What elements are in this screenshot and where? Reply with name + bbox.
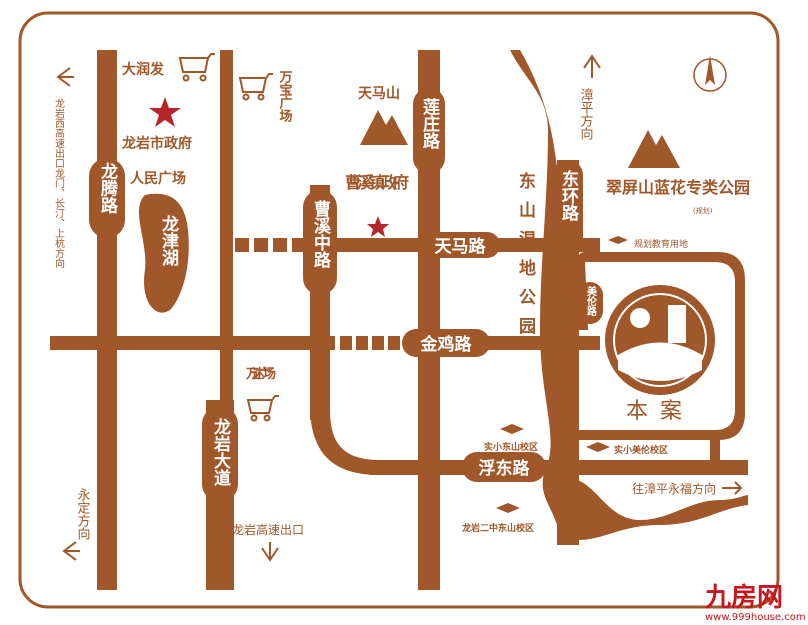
label-people-square: 人民广场 [130,170,186,187]
label-fudong: 浮东路 [479,458,531,479]
label-longyan-avenue: 龙岩大道 [210,417,232,486]
longjin-lake [138,193,189,313]
label-project: 本案 [626,399,694,424]
label-school1: 实小东山校区 [484,441,538,453]
graduation-cap-icon [500,424,524,434]
label-yongding: 永定方向 [75,488,91,540]
road-fudong [370,460,748,475]
compass-icon [693,55,727,92]
label-cuiping: 翠屏山蓝花专类公园 [606,178,750,197]
building-icon [668,305,686,343]
label-highway-exit: 龙岩高速出口 [232,522,304,537]
shopping-cart-icon [178,53,215,82]
label-darunfa: 大润发 [122,61,165,78]
road-donghuan [557,160,579,545]
label-lianzhuang: 莲庄路 [419,98,440,150]
label-wanda: 万达广场 [245,366,276,382]
place-labels: 大润发 万宝广场 龙岩市政府 人民广场 龙津湖 天马山 曹溪镇政府 东山湿地公园… [121,53,750,534]
shopping-cart-icon [238,73,273,101]
road-west-minor [220,50,233,410]
label-east-direction: 往漳平永福方向 [632,481,716,496]
river [578,480,748,540]
road-tianma-dashed [235,238,306,252]
graduation-cap-icon [608,236,628,244]
watermark: 九房网 www.999house.com [704,583,806,623]
road-meilun [577,282,603,324]
tree-icon [630,308,650,328]
label-wanbao: 万宝广场 [277,70,294,123]
arrow-left-icon [62,541,80,561]
graduation-cap-icon [496,503,520,513]
label-tianma-mountain: 天马山 [358,86,400,102]
arrow-left-icon [56,67,74,87]
road-jinji [50,336,335,350]
label-caoxi-gov: 曹溪镇政府 [345,173,409,192]
shopping-cart-icon [246,395,279,422]
arrow-right-icon [722,481,743,495]
star-icon [367,216,389,237]
watermark-logo: 九房网 [704,583,783,613]
label-donghuan: 东环路 [558,169,579,222]
label-edu-land: 规划教育用地 [634,238,688,250]
label-longjin-lake: 龙津湖 [158,214,180,267]
road-labels: 龙腾路 龙岩大道 曹溪中路 莲庄路 东环路 天马路 金鸡路 浮东路 美伦路 [97,98,597,486]
label-caoxi: 曹溪中路 [310,200,331,269]
star-icon [149,97,181,127]
direction-labels [56,54,743,562]
label-zhangping: 漳平方向 [578,87,594,140]
label-tianma: 天马路 [435,236,487,257]
label-longteng: 龙腾路 [97,161,119,214]
road-longteng-pill [89,158,125,238]
mountain-icon [360,110,408,145]
label-school3: 龙岩二中东山校区 [461,522,534,534]
label-jinji: 金鸡路 [420,334,473,355]
arrow-up-icon [583,54,601,78]
arrow-down-icon [261,542,279,562]
road-longteng [97,50,117,590]
roads [50,50,748,590]
label-wetland: 东山湿地公园 [515,171,536,346]
watermark-url: www.999house.com [705,612,806,623]
label-west-direction: 龙岩西高速出口龙门、长汀、上杭方向 [53,97,65,268]
graduation-cap-icon [586,442,610,452]
label-school2: 实小美伦校区 [614,444,668,456]
label-meilun: 美伦路 [585,285,597,317]
label-cuiping-note: (规划) [693,206,713,215]
label-government: 龙岩市政府 [121,135,192,152]
map-frame [18,11,780,609]
mountain-icon [628,130,680,168]
road-lianzhuang [418,50,440,590]
